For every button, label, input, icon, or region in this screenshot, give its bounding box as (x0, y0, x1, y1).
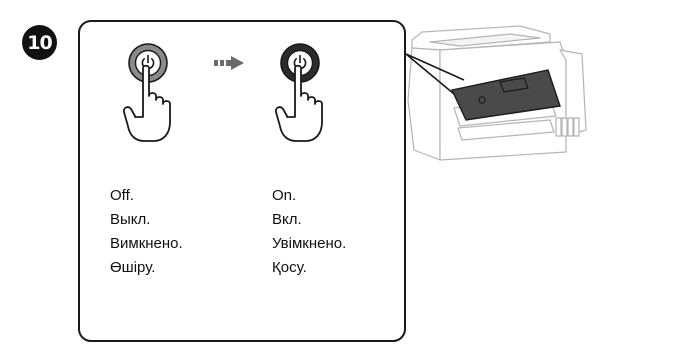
on-labels: On. Вкл. Увімкнено. Қосу. (272, 184, 346, 280)
pressing-hand-icon (122, 64, 171, 142)
off-label-ru: Выкл. (110, 211, 151, 228)
printer-icon (405, 25, 587, 161)
off-labels: Off. Выкл. Вимкнено. Өшіру. (110, 184, 183, 280)
off-label-uk: Вимкнено. (110, 235, 183, 252)
on-label-en: On. (272, 187, 297, 204)
power-button-icon (280, 43, 320, 83)
pressing-hand-icon (274, 64, 323, 142)
right-arrow-icon (214, 56, 244, 70)
on-label-kk: Қосу. (272, 259, 307, 276)
step-number: 10 (27, 31, 52, 54)
step-number-badge: 10 (22, 25, 57, 60)
on-label-uk: Увімкнено. (272, 235, 347, 252)
off-label-kk: Өшіру. (110, 259, 156, 276)
power-off-illustration (122, 43, 171, 142)
on-label-ru: Вкл. (272, 211, 302, 228)
off-label-en: Off. (110, 187, 134, 204)
power-on-illustration (274, 43, 323, 142)
